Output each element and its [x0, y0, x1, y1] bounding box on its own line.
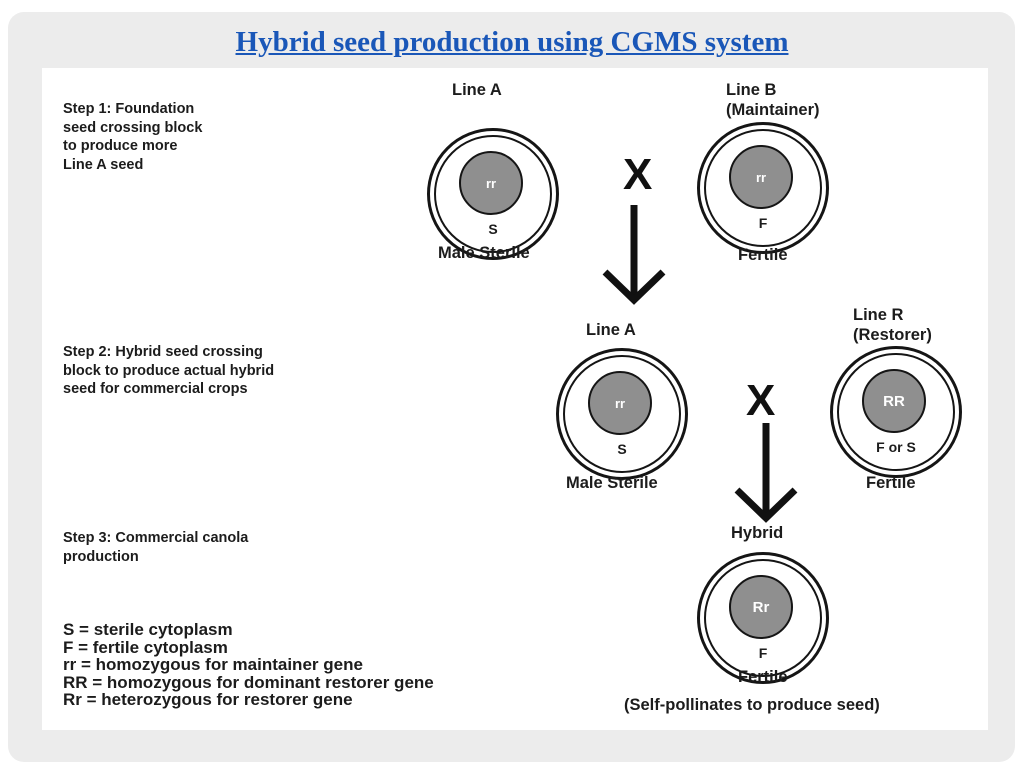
line-b-label: Line B (Maintainer) [726, 80, 820, 120]
cell-membrane [563, 355, 681, 473]
slide-title: Hybrid seed production using CGMS system [235, 26, 789, 58]
step2-line: block to produce actual hybrid [63, 362, 275, 379]
cytoplasm-label: F [758, 215, 768, 231]
cell-membrane [837, 353, 955, 471]
nucleus: Rr [729, 575, 793, 639]
line-a-label: Line A [586, 321, 636, 339]
step1-text: Step 1: Foundation seed crossing block t… [63, 100, 202, 174]
nucleus: rr [729, 145, 793, 209]
step1-line: seed crossing block [63, 119, 203, 136]
cytoplasm-label: F or S [876, 439, 916, 455]
legend-item: S = sterile cytoplasm [63, 620, 233, 639]
step3-line: Step 3: Commercial canola [63, 530, 249, 546]
line-r-label: Line R (Restorer) [853, 305, 932, 345]
step1-line: Line A seed [63, 156, 144, 173]
down-arrow-icon [734, 423, 798, 523]
step1-line: Step 1: Foundation [63, 101, 195, 117]
legend-item: F = fertile cytoplasm [63, 637, 228, 657]
cytoplasm-label: S [617, 441, 627, 457]
nucleus: rr [459, 151, 523, 215]
line-r-name: Line R [853, 306, 904, 324]
line-b-name: Line B [726, 81, 777, 99]
hybrid-cell: Rr F [697, 552, 829, 684]
hybrid-note: (Self-pollinates to produce seed) [624, 696, 880, 714]
step1-line: to produce more [63, 138, 178, 154]
status-label: Male Sterile [566, 474, 658, 492]
cross-symbol: X [623, 150, 653, 199]
cell-membrane [704, 559, 822, 677]
cell-membrane [434, 135, 552, 253]
status-label: Fertile [738, 246, 788, 264]
cytoplasm-label: S [488, 221, 498, 237]
cell-membrane [704, 129, 822, 247]
legend-item: RR = homozygous for dominant restorer ge… [63, 672, 434, 692]
status-label: Fertile [866, 474, 916, 492]
step2-text: Step 2: Hybrid seed crossing block to pr… [63, 343, 274, 399]
status-label: Male Sterile [438, 244, 530, 262]
legend: S = sterile cytoplasm F = fertile cytopl… [63, 621, 434, 709]
legend-item: rr = homozygous for maintainer gene [63, 655, 363, 674]
line-r-role: (Restorer) [853, 326, 932, 344]
line-b-role: (Maintainer) [726, 101, 820, 119]
line-b-cell: rr F [697, 122, 829, 254]
nucleus: RR [862, 369, 926, 433]
step2-line: seed for commercial crops [63, 381, 248, 397]
down-arrow-icon [602, 205, 666, 305]
line-a-cell: rr S [556, 348, 688, 480]
cytoplasm-label: F [758, 645, 768, 661]
legend-item: Rr = heterozygous for restorer gene [63, 690, 353, 709]
step3-line: production [63, 548, 139, 565]
hybrid-label: Hybrid [731, 524, 784, 542]
line-r-cell: RR F or S [830, 346, 962, 478]
line-a-cell: rr S [427, 128, 559, 260]
status-label: Fertile [738, 668, 788, 686]
step2-line: Step 2: Hybrid seed crossing [63, 344, 263, 360]
line-a-label: Line A [452, 81, 502, 99]
nucleus: rr [588, 371, 652, 435]
step3-text: Step 3: Commercial canola production [63, 529, 248, 566]
cross-symbol: X [746, 376, 776, 425]
